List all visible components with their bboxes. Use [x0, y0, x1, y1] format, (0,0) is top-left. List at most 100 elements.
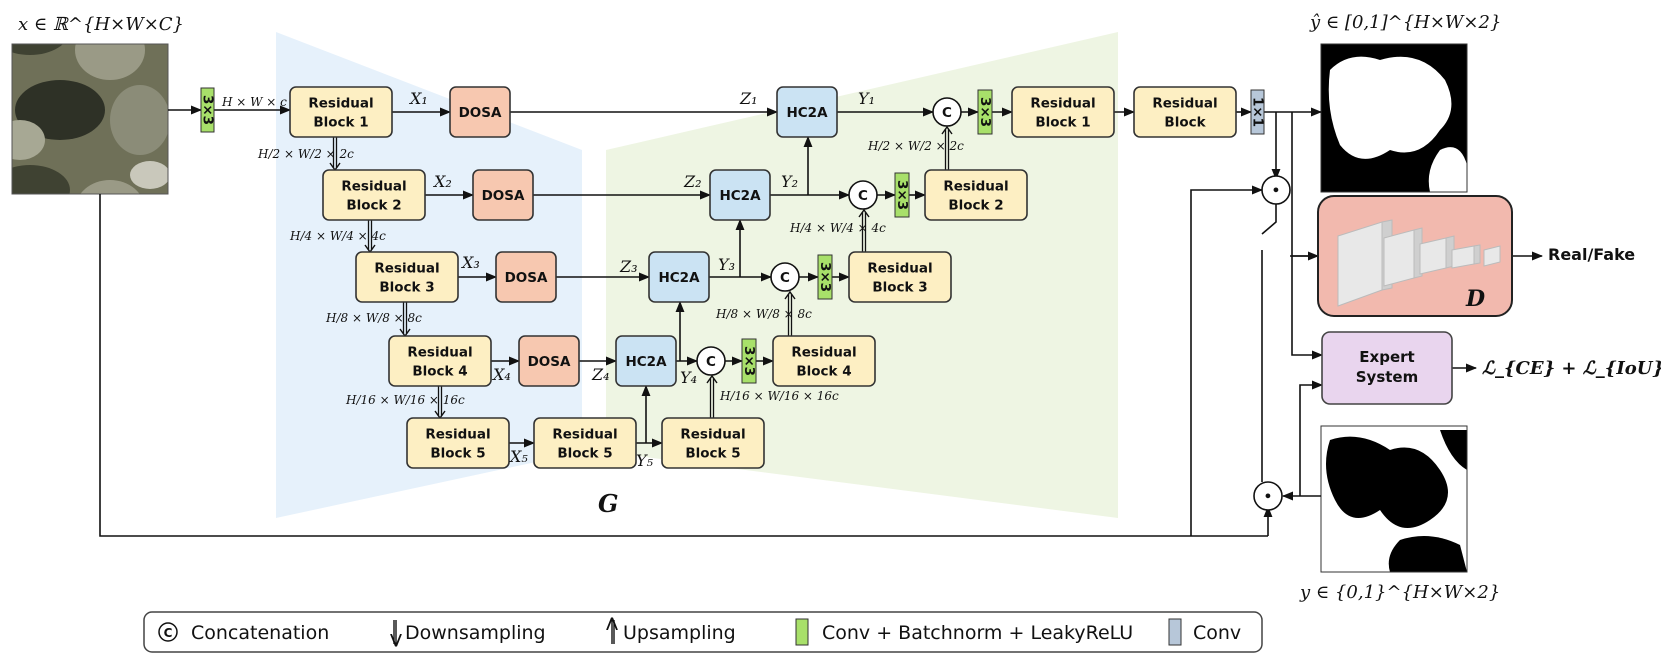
- legend-concat: Concatenation: [191, 622, 329, 644]
- var-x2: X₂: [432, 172, 452, 191]
- residual-dec5-text-1: Block 5: [685, 446, 740, 462]
- svg-text:C: C: [164, 626, 173, 640]
- dosa-block-4: DOSA: [518, 335, 580, 387]
- concat-2: C: [848, 180, 878, 210]
- conv3-dec4-text: 3×3: [741, 346, 757, 376]
- concat-4: C: [696, 346, 726, 376]
- dim-dec-2: H/8 × W/8 × 8c: [715, 307, 812, 321]
- hc2a-block-4: HC2A: [615, 335, 677, 387]
- var-x1: X₁: [408, 89, 428, 108]
- dim-enc-0: H × W × c: [221, 95, 287, 109]
- residual-out-text-0: Residual: [1152, 96, 1217, 112]
- concat-1-text: C: [942, 105, 952, 121]
- residual-mid5-text-0: Residual: [552, 427, 617, 443]
- prediction-label: ŷ ∈ [0,1]^{H×W×2}: [1309, 12, 1501, 33]
- residual-enc4-text-1: Block 4: [412, 364, 467, 380]
- prediction-mask: [1320, 43, 1468, 193]
- legend: C Concatenation Downsampling Upsampling …: [143, 611, 1263, 653]
- concat-2-text: C: [858, 188, 868, 204]
- input-label: x ∈ ℝ^{H×W×C}: [18, 14, 184, 35]
- input-image: [11, 43, 169, 195]
- up-4-head: [784, 290, 796, 300]
- residual-enc5-text-0: Residual: [425, 427, 490, 443]
- var-y5: Y₅: [636, 451, 654, 470]
- dosa-block-2-text-0: DOSA: [482, 188, 525, 204]
- dim-dec-0: H/2 × W/2 × 2c: [867, 139, 964, 153]
- residual-out-text-1: Block: [1164, 115, 1206, 131]
- expert-system-label-2: System: [1356, 368, 1418, 386]
- conv3-dec2: 3×3: [894, 172, 910, 218]
- residual-dec3-text-1: Block 3: [872, 280, 927, 296]
- var-y3: Y₃: [718, 255, 735, 274]
- residual-dec3-text-0: Residual: [867, 261, 932, 277]
- up-3-head: [858, 208, 870, 218]
- skip-to-mult-top: [1190, 185, 1264, 536]
- var-y2: Y₂: [781, 172, 798, 191]
- conv3-dec2-text: 3×3: [894, 180, 910, 210]
- conv1-out: 1×1: [1250, 89, 1266, 135]
- mult-top-text: •: [1272, 183, 1281, 199]
- conv3-dec4: 3×3: [741, 338, 757, 384]
- residual-enc5-text-1: Block 5: [430, 446, 485, 462]
- hc2a-block-3-text-0: HC2A: [658, 270, 700, 286]
- var-x4: X₄: [491, 365, 511, 384]
- hc2a-block-1: HC2A: [776, 86, 838, 138]
- var-z2: Z₂: [683, 172, 702, 191]
- dim-enc-1: H/2 × W/2 × 2c: [257, 147, 354, 161]
- up-5-head: [706, 374, 718, 384]
- legend-cbl: Conv + Batchnorm + LeakyReLU: [822, 622, 1133, 644]
- residual-enc1-text-0: Residual: [308, 96, 373, 112]
- connection-lines: [99, 105, 1544, 537]
- legend-upsampling: Upsampling: [623, 622, 736, 644]
- var-z1: Z₁: [739, 89, 758, 108]
- conv3-dec3: 3×3: [817, 254, 833, 300]
- ground-truth-mask: [1320, 425, 1468, 573]
- residual-enc3-text-1: Block 3: [379, 280, 434, 296]
- residual-dec2-text-1: Block 2: [948, 198, 1003, 214]
- dosa-block-3-text-0: DOSA: [505, 270, 548, 286]
- legend-downsampling: Downsampling: [405, 622, 546, 644]
- residual-enc2-text-0: Residual: [341, 179, 406, 195]
- pred-to-expert: [1291, 256, 1324, 360]
- residual-dec4-text-0: Residual: [791, 345, 856, 361]
- conv3-dec1: 3×3: [977, 89, 993, 135]
- residual-enc4-text-0: Residual: [407, 345, 472, 361]
- residual-dec1-text-1: Block 1: [1035, 115, 1090, 131]
- dim-dec-3: H/16 × W/16 × 16c: [719, 389, 839, 403]
- var-z3: Z₃: [619, 257, 638, 276]
- residual-dec4-text-1: Block 4: [796, 364, 851, 380]
- mult-top-to-switch: [1261, 204, 1277, 235]
- residual-dec5-text-0: Residual: [680, 427, 745, 443]
- var-x5: X₅: [508, 447, 528, 466]
- discriminator-label: D: [1465, 286, 1485, 312]
- discriminator: D: [1317, 195, 1513, 317]
- ground-truth-label: y ∈ {0,1}^{H×W×2}: [1299, 582, 1500, 603]
- up-2-head: [941, 125, 953, 135]
- dim-enc-3: H/8 × W/8 × 8c: [325, 311, 422, 325]
- residual-enc3-text-0: Residual: [374, 261, 439, 277]
- dosa-block-4-text-0: DOSA: [528, 354, 571, 370]
- hc2a-block-1-text-0: HC2A: [786, 105, 828, 121]
- gt-to-expert: [1299, 380, 1324, 496]
- dosa-block-3: DOSA: [495, 251, 557, 303]
- legend-conv: Conv: [1193, 622, 1241, 644]
- residual-enc1-text-1: Block 1: [313, 115, 368, 131]
- var-x3: X₃: [460, 253, 480, 272]
- dim-dec-1: H/4 × W/4 × 4c: [789, 221, 886, 235]
- residual-mid5-text-1: Block 5: [557, 446, 612, 462]
- concat-4-text: C: [706, 354, 716, 370]
- mult-bottom-text: •: [1264, 489, 1273, 505]
- conv3-input-text: 3×3: [200, 95, 216, 125]
- residual-dec1-text-0: Residual: [1030, 96, 1095, 112]
- hc2a-block-2-text-0: HC2A: [719, 188, 761, 204]
- residual-enc2-text-1: Block 2: [346, 198, 401, 214]
- conv3-dec1-text: 3×3: [977, 97, 993, 127]
